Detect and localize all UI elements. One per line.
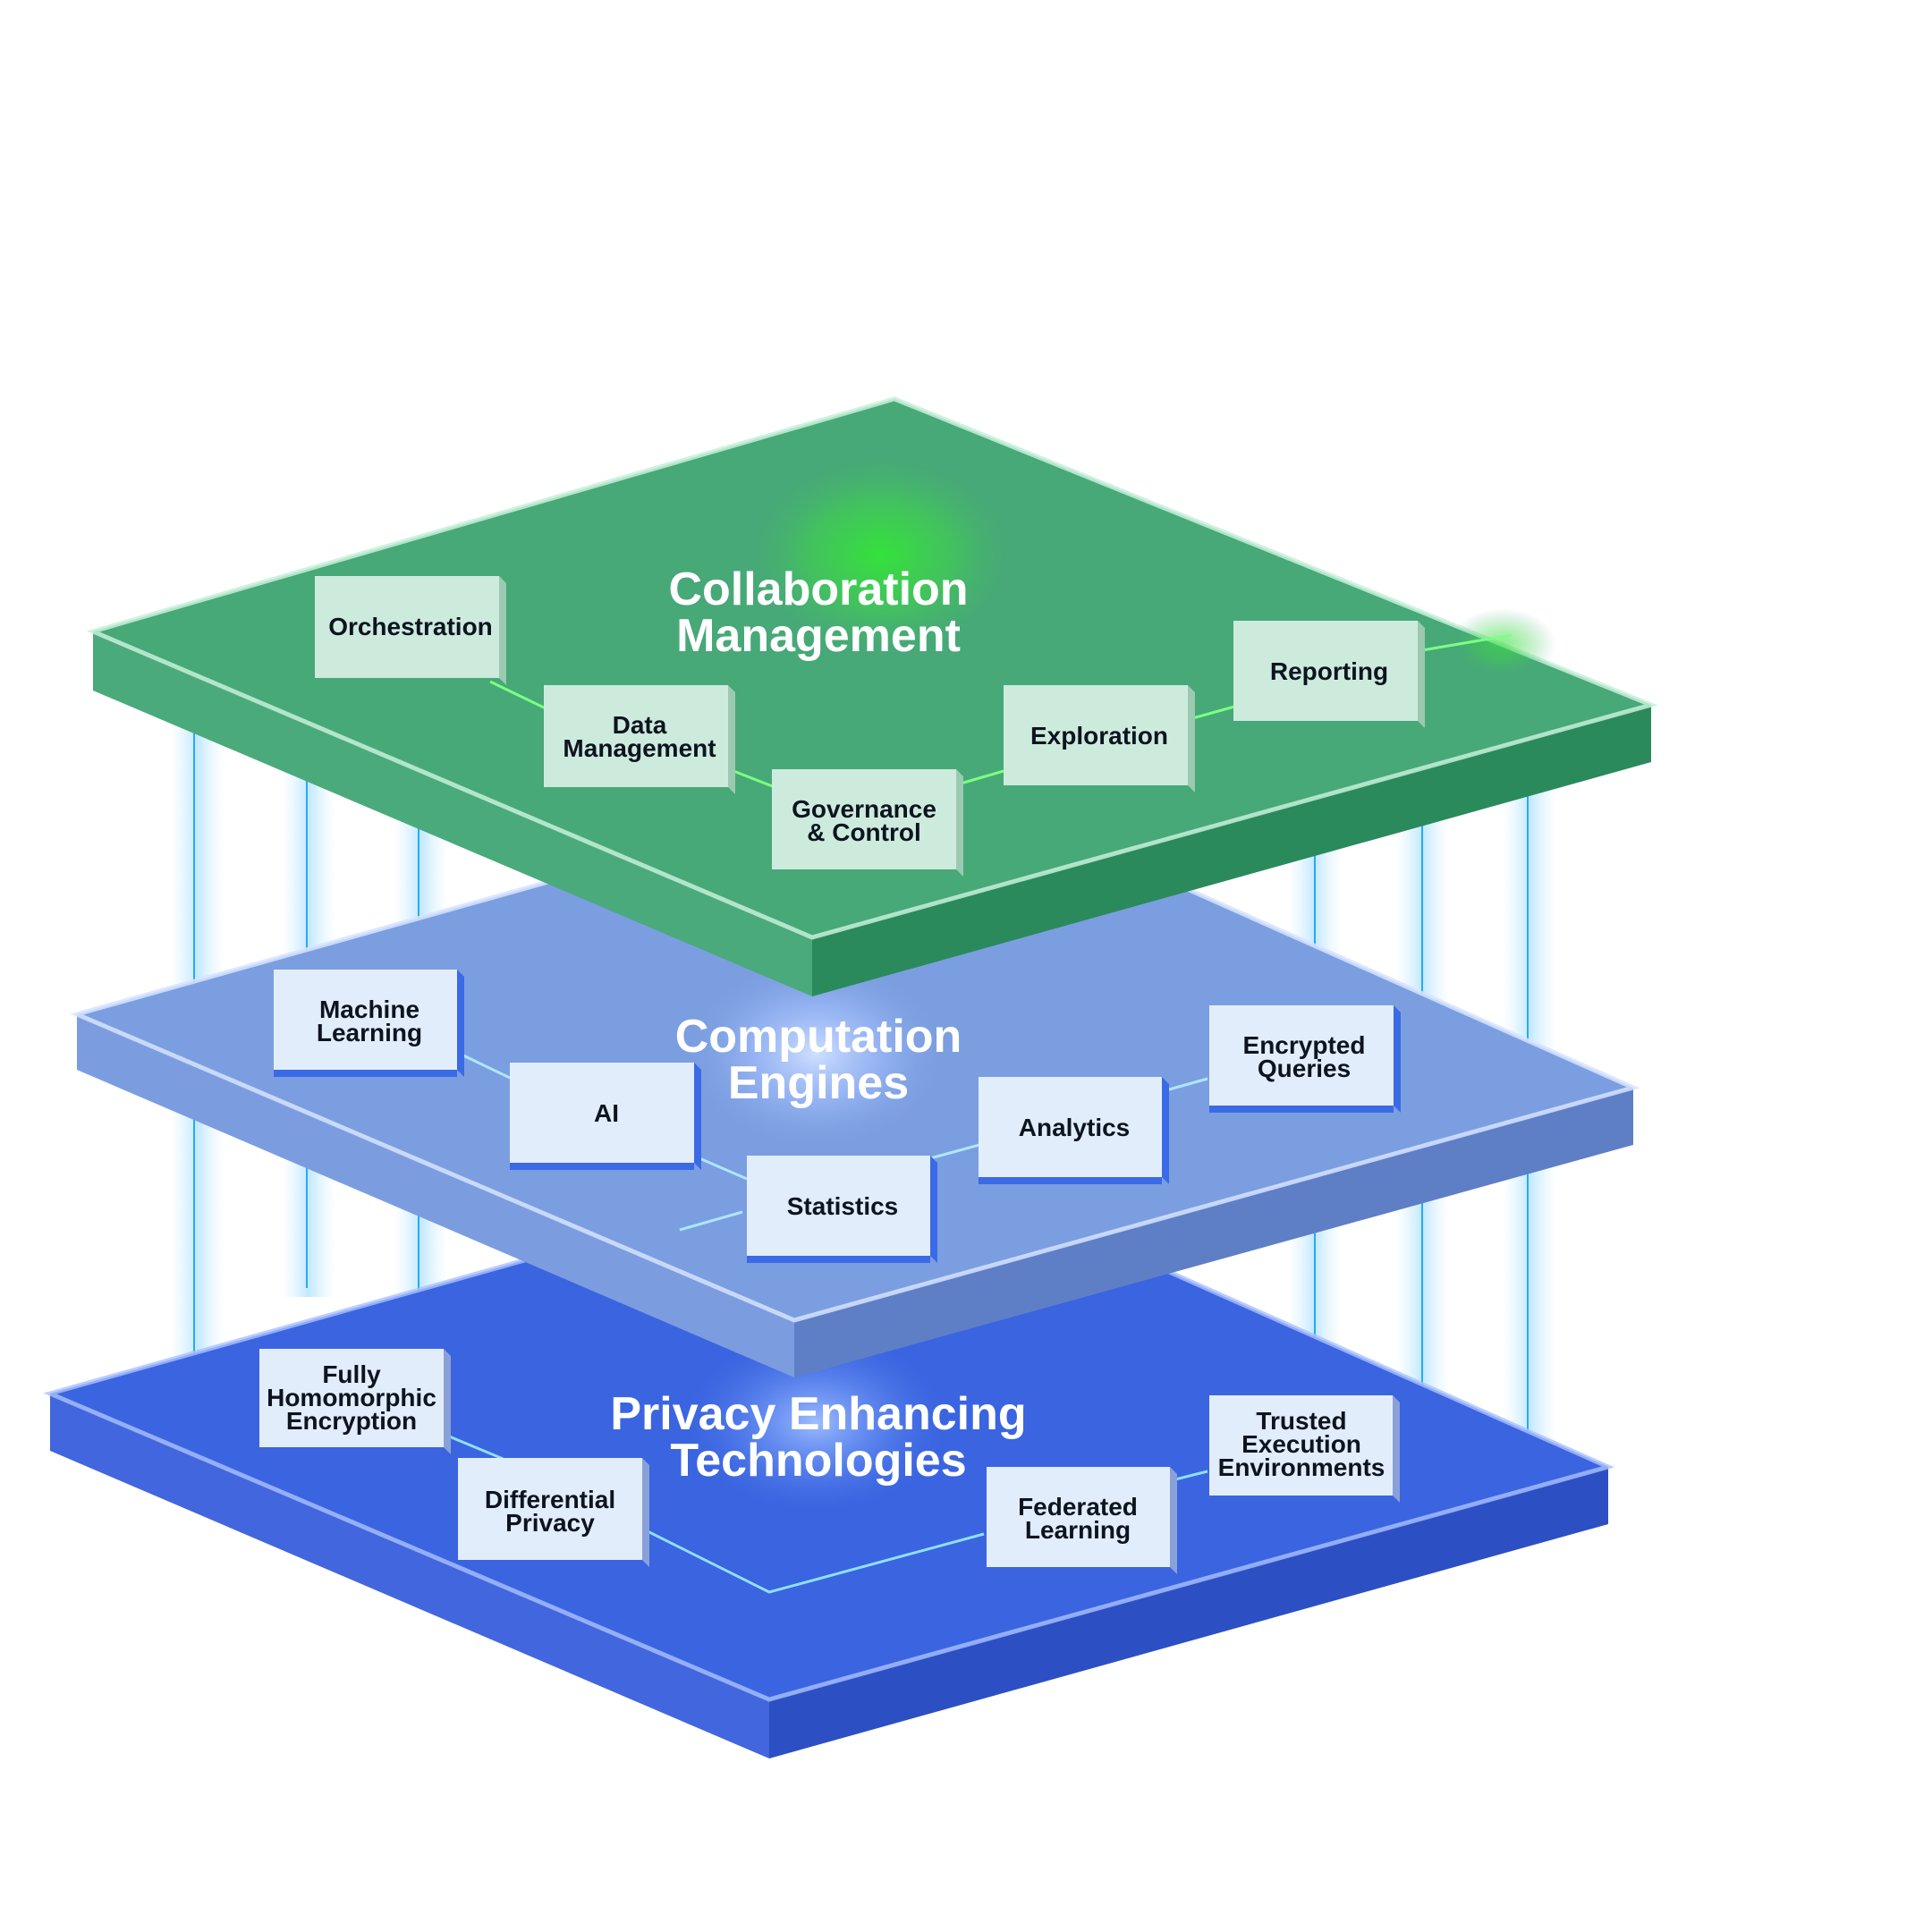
top-layer-title-line2: Management [676, 610, 961, 662]
federated-learning-label-1: Federated [1018, 1493, 1138, 1521]
box-fully-homomorphic-encryption: Fully Homomorphic Encryption [259, 1349, 451, 1454]
box-differential-privacy: Differential Privacy [458, 1458, 649, 1567]
data-management-label-2: Management [563, 734, 716, 762]
machine-learning-label-1: Machine [319, 996, 419, 1023]
box-statistics: Statistics [747, 1156, 937, 1263]
box-governance-control: Governance & Control [772, 769, 963, 877]
layer-collaboration-management: Collaboration Management Orchestration D… [86, 396, 1658, 996]
analytics-label: Analytics [1019, 1114, 1131, 1141]
box-encrypted-queries: Encrypted Queries [1209, 1005, 1401, 1113]
fhe-label-2: Homomorphic [267, 1384, 436, 1411]
box-trusted-execution-environments: Trusted Execution Environments [1209, 1395, 1400, 1503]
fhe-label-1: Fully [322, 1360, 381, 1388]
top-circuit-lines [489, 633, 1513, 789]
governance-label-2: & Control [807, 818, 921, 846]
box-orchestration: Orchestration [315, 576, 506, 685]
encrypted-queries-label-2: Queries [1258, 1055, 1351, 1082]
layer-computation-engines: Computation Engines Machine Learning AI … [70, 772, 1640, 1377]
tee-label-2: Execution [1241, 1430, 1361, 1458]
tee-label-1: Trusted [1256, 1407, 1346, 1435]
machine-learning-label-2: Learning [317, 1019, 422, 1046]
differential-privacy-label-1: Differential [485, 1486, 615, 1513]
governance-label-1: Governance [792, 795, 936, 823]
bottom-layer-title-line2: Technologies [670, 1435, 966, 1487]
data-management-label-1: Data [613, 711, 667, 739]
reporting-label: Reporting [1270, 657, 1388, 685]
middle-layer-title-line1: Computation [675, 1011, 962, 1063]
middle-circuit-lines [462, 1054, 1208, 1232]
top-layer-title-line1: Collaboration [668, 564, 968, 615]
statistics-label: Statistics [787, 1192, 899, 1220]
layer-privacy-enhancing-technologies: Privacy Enhancing Technologies Fully Hom… [43, 1151, 1615, 1758]
ai-label: AI [594, 1099, 619, 1127]
orchestration-label: Orchestration [328, 613, 493, 640]
encrypted-queries-label-1: Encrypted [1243, 1031, 1366, 1059]
box-exploration: Exploration [1004, 685, 1195, 792]
box-reporting: Reporting [1233, 621, 1425, 728]
box-machine-learning: Machine Learning [274, 970, 464, 1077]
differential-privacy-label-2: Privacy [505, 1509, 595, 1537]
fhe-label-3: Encryption [286, 1407, 417, 1435]
middle-layer-title-line2: Engines [728, 1057, 909, 1109]
bottom-layer-title-line1: Privacy Enhancing [610, 1388, 1026, 1440]
federated-learning-label-2: Learning [1025, 1516, 1131, 1544]
box-ai: AI [510, 1063, 701, 1170]
exploration-label: Exploration [1030, 722, 1168, 750]
box-data-management: Data Management [544, 685, 735, 794]
box-federated-learning: Federated Learning [987, 1467, 1177, 1574]
box-analytics: Analytics [979, 1077, 1169, 1184]
tee-label-3: Environments [1218, 1453, 1385, 1481]
